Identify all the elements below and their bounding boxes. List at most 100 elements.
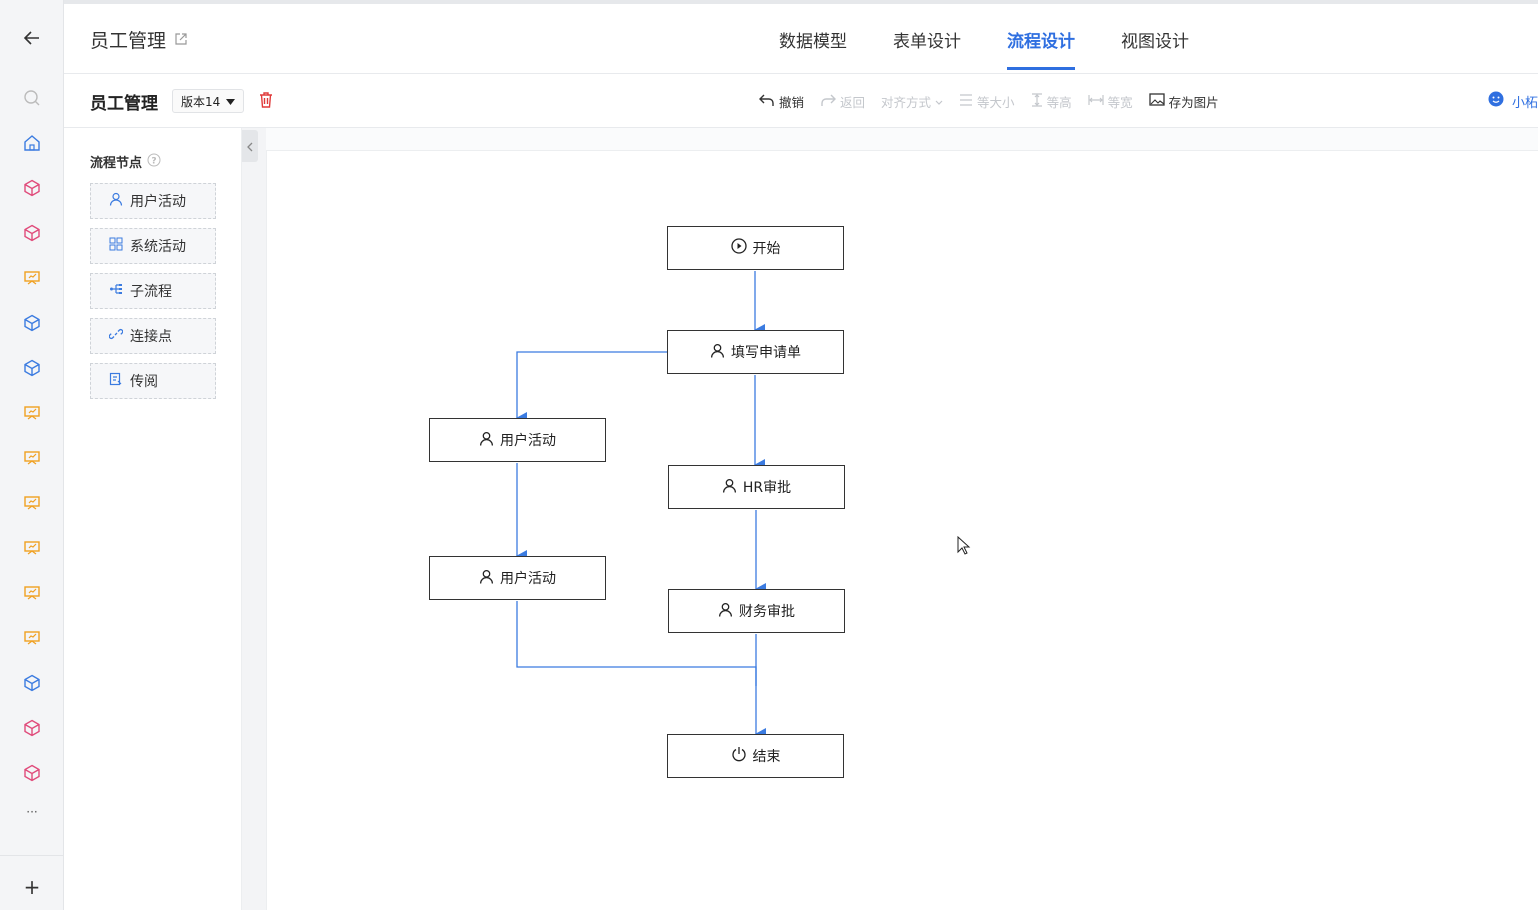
panel-item-system-activity[interactable]: 系统活动 [90, 228, 216, 264]
mouse-cursor-icon [957, 535, 971, 560]
app-title: 员工管理 [90, 26, 188, 53]
toolbar-tools: 撤销 返回 对齐方式 等大小 等高 等宽 [759, 74, 1219, 128]
same-size-icon [959, 93, 973, 109]
flow-node-label: HR审批 [742, 480, 792, 496]
align-label: 对齐方式 [881, 94, 932, 110]
toolbar: 员工管理 版本14 撤销 返回 对齐方式 等大小 [64, 74, 1538, 128]
canvas-ruler [266, 128, 1538, 150]
user-icon [722, 478, 737, 497]
cube-icon[interactable] [20, 671, 44, 695]
presentation-icon[interactable] [20, 581, 44, 605]
cube-icon[interactable] [20, 311, 44, 335]
tab-flow-design[interactable]: 流程设计 [1007, 4, 1075, 74]
undo-label: 撤销 [779, 94, 805, 110]
tab-data-model[interactable]: 数据模型 [779, 31, 847, 52]
redo-button[interactable]: 返回 [820, 92, 865, 111]
cube-icon[interactable] [20, 761, 44, 785]
user-icon [718, 602, 733, 621]
add-icon[interactable]: + [23, 875, 41, 899]
user-icon [479, 431, 494, 450]
cube-icon[interactable] [20, 221, 44, 245]
cube-icon[interactable] [20, 176, 44, 200]
save-image-button[interactable]: 存为图片 [1148, 92, 1219, 111]
caret-down-icon [226, 94, 236, 108]
flow-node-finance-approval[interactable]: 财务审批 [668, 589, 845, 633]
same-size-label: 等大小 [977, 94, 1015, 110]
presentation-icon[interactable] [20, 266, 44, 290]
cube-icon[interactable] [20, 716, 44, 740]
panel-item-label: 系统活动 [130, 239, 186, 255]
circulate-icon [109, 372, 123, 390]
version-select[interactable]: 版本14 [172, 89, 245, 113]
panel-title-text: 流程节点 [90, 156, 143, 171]
delete-icon[interactable] [258, 91, 274, 113]
flow-node-label: 填写申请单 [731, 345, 801, 361]
same-height-button[interactable]: 等高 [1031, 92, 1072, 111]
collapse-panel-button[interactable] [242, 130, 258, 162]
presentation-icon[interactable] [20, 536, 44, 560]
undo-button[interactable]: 撤销 [759, 92, 804, 111]
same-width-label: 等宽 [1107, 94, 1133, 110]
more-icon[interactable]: ··· [26, 805, 38, 819]
grid-icon [109, 237, 123, 255]
search-icon[interactable] [20, 86, 44, 110]
edge-user2-to-end [516, 601, 757, 686]
flow-node-start[interactable]: 开始 [667, 226, 844, 270]
node-panel: 流程节点 ? 用户活动 系统活动 子流程 连接点 传阅 [64, 128, 242, 910]
flow-node-label: 开始 [752, 241, 781, 257]
edge-fill-to-user1 [516, 351, 667, 424]
panel-item-connector[interactable]: 连接点 [90, 318, 216, 354]
same-height-label: 等高 [1046, 94, 1072, 110]
user-icon [109, 192, 123, 210]
left-rail: ··· + [0, 0, 64, 910]
rail-divider [0, 855, 64, 856]
chevron-down-icon [935, 94, 943, 109]
undo-icon [759, 93, 775, 110]
panel-item-label: 连接点 [130, 329, 172, 345]
presentation-icon[interactable] [20, 446, 44, 470]
tab-view-design[interactable]: 视图设计 [1121, 31, 1189, 52]
link-icon [108, 327, 124, 345]
back-arrow-icon[interactable] [20, 26, 44, 50]
flow-node-hr-approval[interactable]: HR审批 [668, 465, 845, 509]
redo-icon [820, 93, 837, 110]
flow-node-label: 财务审批 [739, 604, 795, 620]
panel-item-label: 传阅 [130, 374, 158, 390]
cube-icon[interactable] [20, 356, 44, 380]
align-dropdown[interactable]: 对齐方式 [881, 92, 943, 111]
same-height-icon [1031, 92, 1043, 110]
flow-node-user-activity-2[interactable]: 用户活动 [429, 556, 606, 600]
flow-canvas[interactable] [266, 150, 1538, 910]
svg-text:?: ? [151, 156, 156, 166]
same-size-button[interactable]: 等大小 [959, 92, 1015, 111]
panel-item-subflow[interactable]: 子流程 [90, 273, 216, 309]
panel-title: 流程节点 ? [90, 152, 161, 171]
external-link-icon[interactable] [174, 29, 188, 51]
play-circle-icon [730, 238, 747, 258]
flow-node-end[interactable]: 结束 [667, 734, 844, 778]
user-icon [479, 569, 494, 588]
help-icon[interactable]: ? [147, 153, 161, 171]
user-menu[interactable]: 小柘 [1488, 91, 1538, 111]
header: 员工管理 数据模型 表单设计 流程设计 视图设计 [64, 0, 1538, 74]
flow-node-label: 用户活动 [500, 571, 556, 587]
flow-node-label: 用户活动 [500, 433, 556, 449]
home-icon[interactable] [20, 131, 44, 155]
presentation-icon[interactable] [20, 401, 44, 425]
presentation-icon[interactable] [20, 626, 44, 650]
flow-node-fill-form[interactable]: 填写申请单 [667, 330, 844, 374]
flow-node-user-activity-1[interactable]: 用户活动 [429, 418, 606, 462]
same-width-icon [1087, 94, 1104, 109]
panel-item-circulate[interactable]: 传阅 [90, 363, 216, 399]
panel-item-label: 子流程 [130, 284, 172, 300]
same-width-button[interactable]: 等宽 [1087, 92, 1133, 111]
tab-form-design[interactable]: 表单设计 [893, 31, 961, 52]
subflow-icon [109, 282, 123, 300]
image-icon [1148, 93, 1165, 109]
chevron-left-icon [246, 137, 254, 156]
user-name: 小柘 [1512, 95, 1538, 111]
presentation-icon[interactable] [20, 491, 44, 515]
panel-item-user-activity[interactable]: 用户活动 [90, 183, 216, 219]
